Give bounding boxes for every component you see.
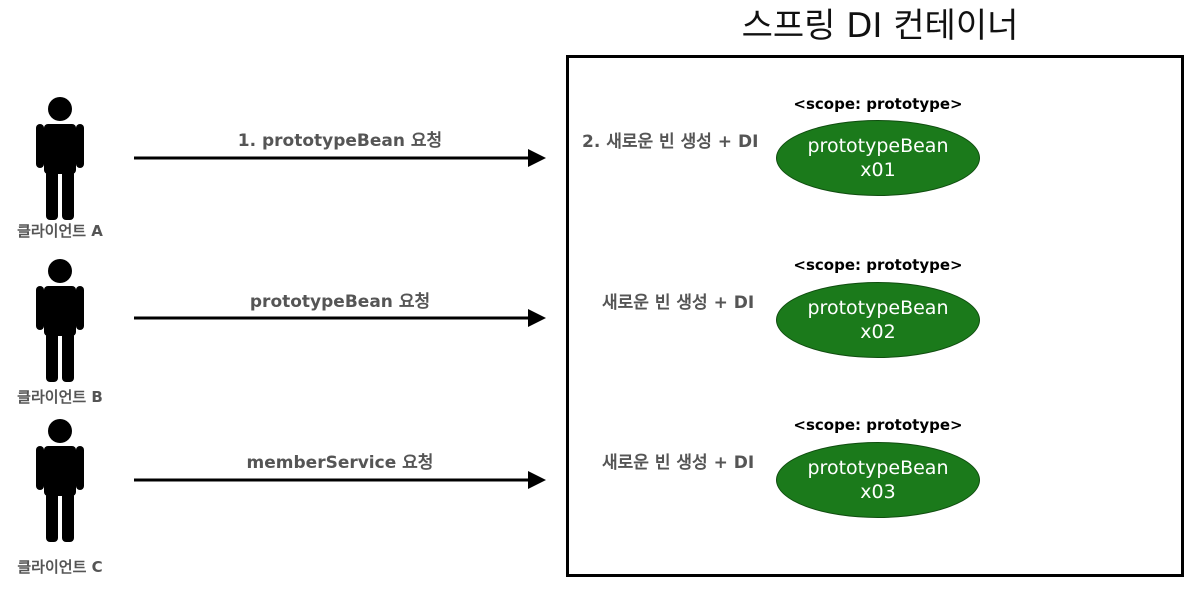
bean-3-name: prototypeBean <box>807 457 949 479</box>
bean-3-ellipse: prototypeBean x03 <box>776 442 980 518</box>
spring-di-container-box <box>566 55 1184 577</box>
client-a-person-icon <box>36 97 84 220</box>
container-title: 스프링 DI 컨테이너 <box>741 6 1019 46</box>
bean-1-scope-label: <scope: prototype> <box>793 95 963 113</box>
bean-3-action-label: 새로운 빈 생성 + DI <box>602 453 755 473</box>
client-c-person-icon <box>36 419 84 542</box>
client-b-label: 클라이언트 B <box>17 388 103 406</box>
client-b-person-icon <box>36 259 84 382</box>
bean-1-action-label: 2. 새로운 빈 생성 + DI <box>582 132 759 152</box>
client-a-request-arrow <box>134 149 546 167</box>
bean-1-ellipse: prototypeBean x01 <box>776 120 980 196</box>
bean-3-scope-label: <scope: prototype> <box>793 416 963 434</box>
bean-2-name: prototypeBean <box>807 297 949 319</box>
bean-1-name: prototypeBean <box>807 135 949 157</box>
bean-2-scope-label: <scope: prototype> <box>793 256 963 274</box>
client-c-label: 클라이언트 C <box>17 558 103 576</box>
client-b-request-label: prototypeBean 요청 <box>249 292 431 312</box>
client-b-request-arrow <box>134 309 546 327</box>
client-c-request-label: memberService 요청 <box>246 453 434 473</box>
bean-1-id: x01 <box>860 159 896 181</box>
bean-2-id: x02 <box>860 321 896 343</box>
bean-3-id: x03 <box>860 481 896 503</box>
client-a-request-label: 1. prototypeBean 요청 <box>237 131 443 151</box>
client-a-label: 클라이언트 A <box>17 222 103 240</box>
client-c-request-arrow <box>134 471 546 489</box>
bean-2-ellipse: prototypeBean x02 <box>776 282 980 358</box>
bean-2-action-label: 새로운 빈 생성 + DI <box>602 293 755 313</box>
